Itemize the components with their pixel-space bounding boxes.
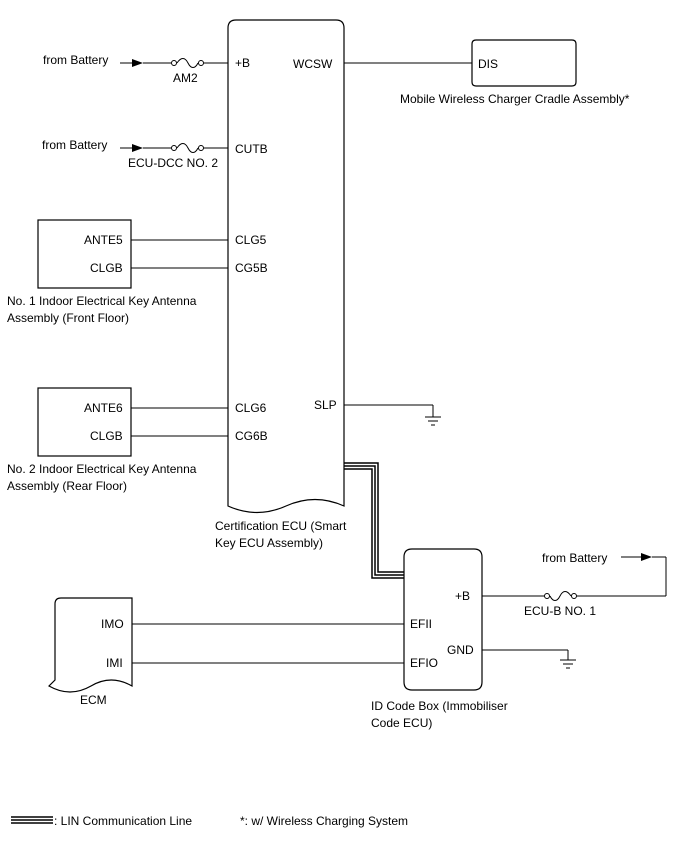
terminal-efio: EFIO [410, 656, 438, 670]
terminal-imo: IMO [101, 617, 124, 631]
certification-ecu-box [227, 19, 345, 514]
from-battery-label-2: from Battery [42, 138, 107, 152]
id-box-name-1: ID Code Box (Immobiliser [371, 699, 508, 713]
ecm-name: ECM [80, 693, 107, 707]
id-code-box [403, 548, 483, 691]
terminal-cg5b: CG5B [235, 261, 268, 275]
am2-circuit [120, 58, 228, 68]
legend-lin-label: : LIN Communication Line [54, 814, 192, 828]
antenna2-box [37, 387, 132, 457]
terminal-slp: SLP [314, 398, 337, 412]
fuse-ecu-dcc-label: ECU-DCC NO. 2 [128, 156, 218, 170]
cert-ecu-name-2: Key ECU Assembly) [215, 536, 323, 550]
terminal-imi: IMI [106, 656, 123, 670]
antenna1-name-1: No. 1 Indoor Electrical Key Antenna [7, 294, 197, 308]
terminal-cutb: CUTB [235, 142, 268, 156]
terminal-clgb-1: CLGB [90, 261, 123, 275]
terminal-efii: EFII [410, 617, 432, 631]
from-battery-label-3: from Battery [542, 551, 607, 565]
ground-icon [425, 405, 441, 426]
antenna2-name-1: No. 2 Indoor Electrical Key Antenna [7, 462, 197, 476]
terminal-b-cert: +B [235, 56, 250, 70]
terminal-cg6b: CG6B [235, 429, 268, 443]
from-battery-label-1: from Battery [43, 53, 108, 67]
terminal-clg5: CLG5 [235, 233, 267, 247]
fuse-ecu-b-label: ECU-B NO. 1 [524, 604, 596, 618]
charger-box [471, 39, 577, 87]
terminal-clg6: CLG6 [235, 401, 267, 415]
antenna1-box [37, 219, 132, 289]
charger-name: Mobile Wireless Charger Cradle Assembly* [400, 92, 630, 106]
terminal-gnd: GND [447, 643, 474, 657]
antenna1-name-2: Assembly (Front Floor) [7, 311, 129, 325]
ecm-box [48, 597, 133, 693]
terminal-dis: DIS [478, 57, 498, 71]
antenna2-name-2: Assembly (Rear Floor) [7, 479, 127, 493]
arrow-icon [641, 553, 652, 561]
terminal-ante6: ANTE6 [84, 401, 123, 415]
ecu-dcc-circuit [120, 143, 228, 153]
terminal-b-idbox: +B [455, 589, 470, 603]
ground-icon [560, 650, 576, 669]
lin-bus [344, 462, 404, 579]
arrow-icon [132, 59, 143, 67]
arrow-icon [132, 144, 143, 152]
terminal-wcsw: WCSW [293, 57, 333, 71]
terminal-ante5: ANTE5 [84, 233, 123, 247]
id-box-name-2: Code ECU) [371, 716, 432, 730]
lin-legend-symbol [11, 816, 53, 824]
legend-note: *: w/ Wireless Charging System [240, 814, 408, 828]
ecu-b-circuit [482, 553, 667, 601]
cert-ecu-name-1: Certification ECU (Smart [215, 519, 347, 533]
terminal-clgb-2: CLGB [90, 429, 123, 443]
fuse-am2-label: AM2 [173, 71, 198, 85]
